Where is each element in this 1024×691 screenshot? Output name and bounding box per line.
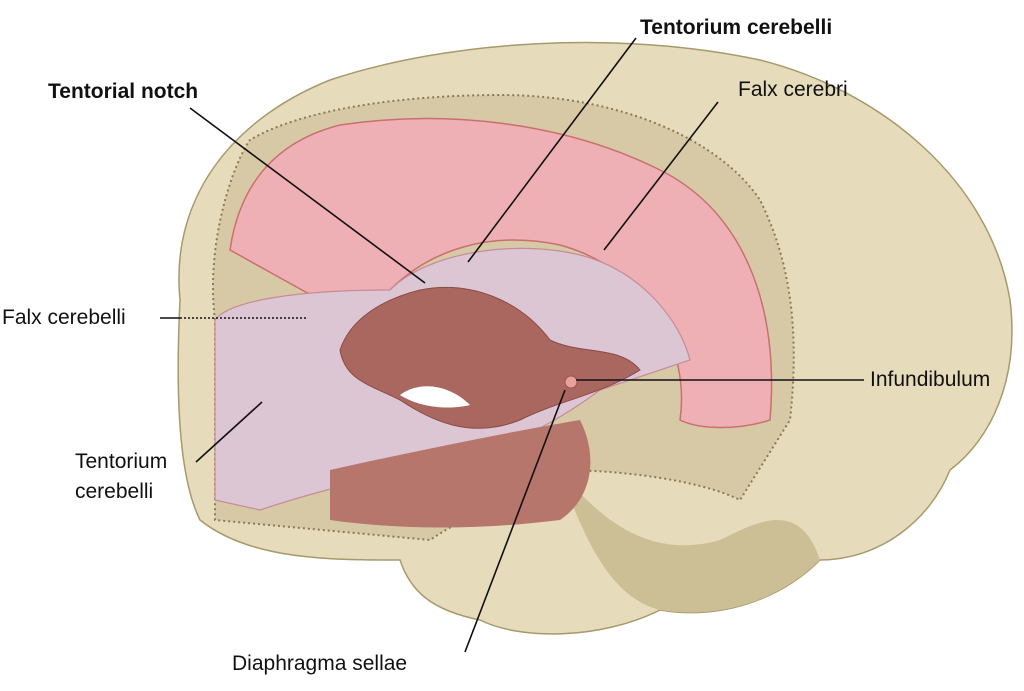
label-infundibulum: Infundibulum [870, 368, 991, 391]
leader-falx-cerebri [603, 101, 719, 251]
label-diaphragma-sellae: Diaphragma sellae [232, 652, 408, 675]
label-tentorium-left-line1: Tentorium [75, 450, 168, 473]
leader-tentorium-top [467, 37, 637, 263]
label-tentorial-notch: Tentorial notch [48, 80, 199, 103]
leader-tentorial-notch [189, 107, 426, 284]
label-falx-cerebelli: Falx cerebelli [2, 306, 126, 329]
leader-lines [160, 37, 864, 653]
label-tentorium-left-line2: cerebelli [75, 480, 154, 503]
label-tentorium-cerebelli-top: Tentorium cerebelli [640, 16, 833, 39]
skull-base-shadow [560, 470, 820, 613]
middle-cranial-fossa [330, 420, 591, 528]
infundibulum-mark [564, 375, 578, 389]
foramen-magnum-gap [400, 386, 470, 408]
falx-cerebri [229, 117, 773, 429]
leader-diaphragma-sellae [464, 389, 566, 653]
leader-tentorium-left [195, 401, 263, 463]
label-falx-cerebri: Falx cerebri [738, 78, 848, 101]
